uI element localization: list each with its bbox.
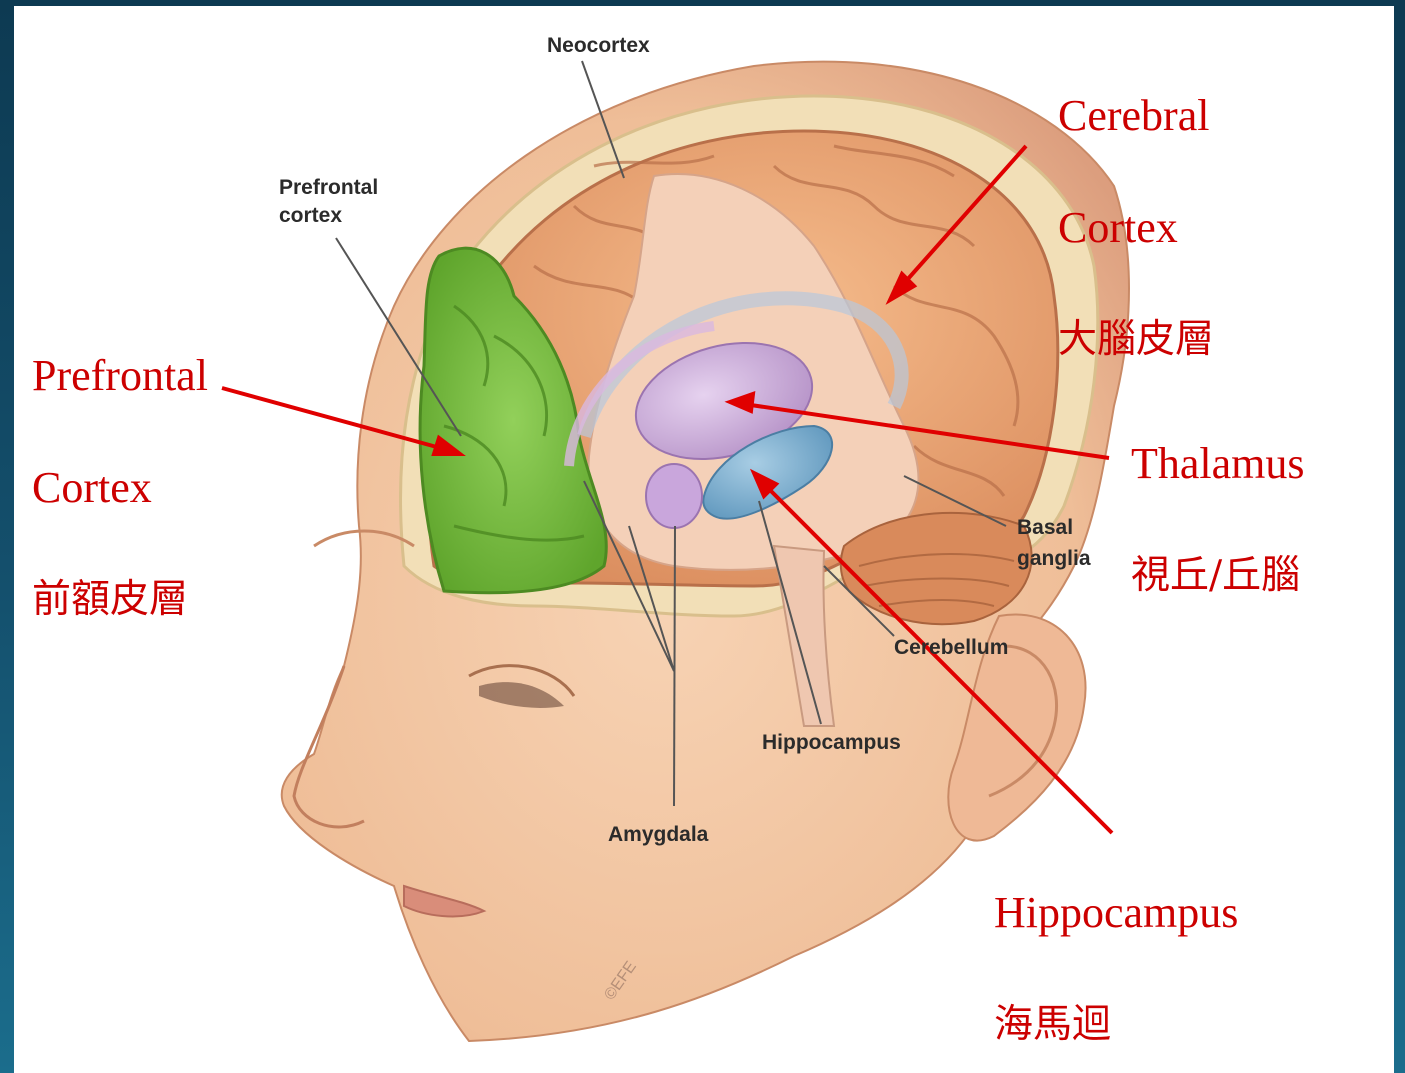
label-amygdala: Amygdala <box>608 821 708 848</box>
annotation-cerebral-cortex-en2: Cortex <box>1058 200 1214 256</box>
annotation-prefrontal-cortex-en2: Cortex <box>32 460 208 516</box>
amygdala-region <box>646 464 702 528</box>
label-prefrontal-cortex-line2: cortex <box>279 202 342 229</box>
label-cerebellum: Cerebellum <box>894 634 1008 661</box>
annotation-thalamus-zh: 視丘/丘腦 <box>1131 548 1305 604</box>
annotation-prefrontal-cortex-en1: Prefrontal <box>32 348 208 404</box>
annotation-prefrontal-cortex: Prefrontal Cortex 前額皮層 <box>32 292 208 684</box>
annotation-thalamus: Thalamus 視丘/丘腦 <box>1131 380 1305 660</box>
annotation-cerebral-cortex-en1: Cerebral <box>1058 88 1214 144</box>
annotation-prefrontal-cortex-zh: 前額皮層 <box>32 572 208 628</box>
annotation-hippocampus-en: Hippocampus <box>994 885 1238 941</box>
label-basal-ganglia-line1: Basal <box>1017 514 1073 541</box>
annotation-cerebral-cortex: Cerebral Cortex 大腦皮層 <box>1058 32 1214 424</box>
label-prefrontal-cortex-line1: Prefrontal <box>279 174 378 201</box>
illustration-panel: ©EFE Neocortex Prefrontal cortex Basal g… <box>14 6 1394 1073</box>
label-basal-ganglia-line2: ganglia <box>1017 545 1091 572</box>
annotation-hippocampus: Hippocampus 海馬迴 <box>994 829 1238 1073</box>
annotation-cerebral-cortex-zh: 大腦皮層 <box>1058 312 1214 368</box>
cerebellum-region <box>841 513 1032 624</box>
annotation-hippocampus-zh: 海馬迴 <box>994 997 1238 1053</box>
label-neocortex: Neocortex <box>547 32 650 59</box>
annotation-thalamus-en: Thalamus <box>1131 436 1305 492</box>
label-hippocampus: Hippocampus <box>762 729 901 756</box>
